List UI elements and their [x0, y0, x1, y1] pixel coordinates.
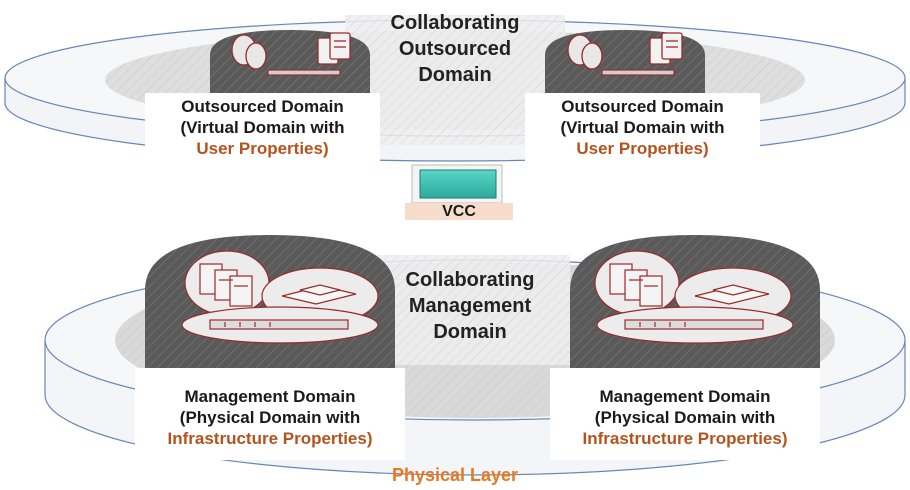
management-domain-left-label: Management Domain (Physical Domain with …	[135, 386, 405, 449]
server-rack-icon	[609, 263, 663, 307]
label-line-accent: User Properties)	[196, 139, 329, 158]
network-bar-icon	[601, 69, 675, 76]
server-rack-icon	[199, 263, 253, 307]
label-line: Outsourced	[398, 38, 512, 60]
label-line-accent: Infrastructure Properties)	[167, 429, 373, 448]
vcc-label-bg	[405, 203, 513, 220]
outsourced-domain-right-label: Outsourced Domain (Virtual Domain with U…	[525, 96, 760, 159]
label-line: Domain	[418, 64, 492, 86]
network-switch-icon	[209, 319, 349, 330]
label-line: Management	[408, 295, 532, 317]
label-line: Collaborating	[390, 12, 520, 34]
label-line: Management Domain	[599, 387, 771, 406]
physical-layer-label: Physical Layer	[391, 465, 519, 485]
collaborating-outsourced-domain-label: Collaborating Outsourced Domain	[345, 10, 565, 88]
storage-icon	[281, 284, 357, 305]
label-line-accent: Infrastructure Properties)	[582, 429, 788, 448]
label-line: Management Domain	[184, 387, 356, 406]
label-line: Domain	[433, 321, 507, 343]
label-line: (Physical Domain with	[594, 408, 776, 427]
server-icon	[649, 32, 683, 65]
storage-icon	[694, 284, 770, 305]
label-line: Outsourced Domain	[561, 97, 724, 116]
label-line: Collaborating	[405, 269, 535, 291]
vcc-label: VCC	[442, 203, 476, 220]
label-line: Outsourced Domain	[181, 97, 344, 116]
user-device-icon	[231, 34, 267, 70]
label-line-accent: User Properties)	[576, 139, 709, 158]
label-line: (Physical Domain with	[179, 408, 361, 427]
outsourced-domain-left-label: Outsourced Domain (Virtual Domain with U…	[145, 96, 380, 159]
collaborating-management-domain-label: Collaborating Management Domain	[350, 267, 590, 345]
network-bar-icon	[267, 69, 341, 76]
label-line: (Virtual Domain with	[560, 118, 725, 137]
label-line: (Virtual Domain with	[180, 118, 345, 137]
vcc-box	[419, 169, 497, 199]
network-switch-icon	[624, 319, 764, 330]
vcc-connector	[405, 164, 513, 220]
user-device-icon	[567, 34, 603, 70]
server-icon	[317, 32, 351, 65]
management-domain-right-label: Management Domain (Physical Domain with …	[550, 386, 820, 449]
